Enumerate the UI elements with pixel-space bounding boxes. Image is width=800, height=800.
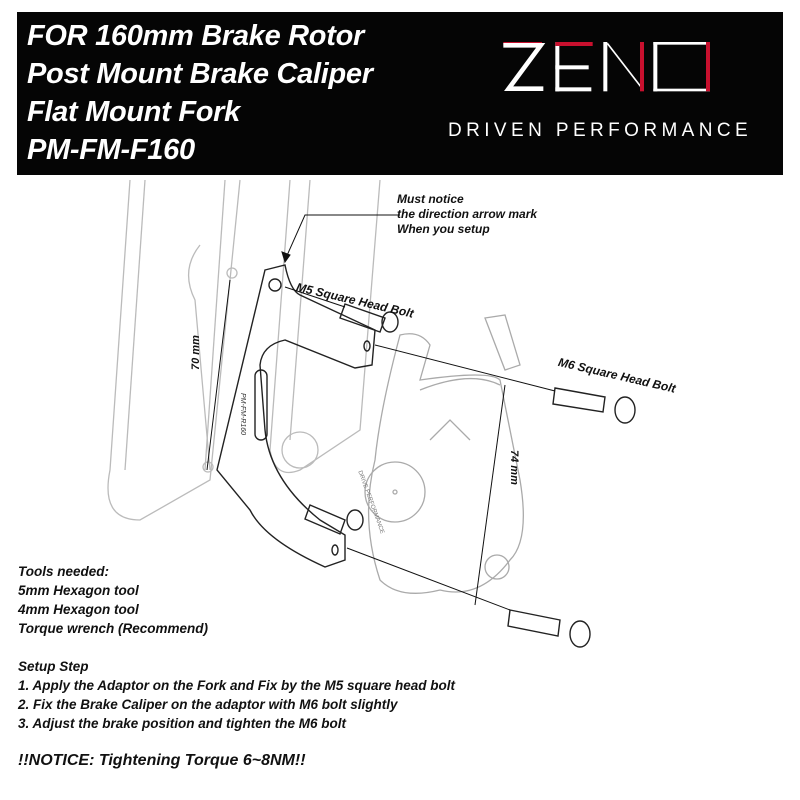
title-line: Flat Mount Fork bbox=[27, 96, 240, 128]
tool-item: 4mm Hexagon tool bbox=[18, 602, 139, 617]
tools-heading: Tools needed: bbox=[18, 564, 110, 579]
fork-outline bbox=[107, 179, 381, 521]
dimension-74mm: 74 mm bbox=[508, 450, 520, 485]
callout-line: the direction arrow mark bbox=[397, 207, 538, 221]
setup-section: Setup Step 1. Apply the Adaptor on the F… bbox=[18, 657, 455, 733]
tools-section: Tools needed: 5mm Hexagon tool 4mm Hexag… bbox=[18, 562, 208, 638]
dimension-lines bbox=[206, 214, 556, 611]
zeno-logo bbox=[503, 42, 710, 92]
logo-tagline: DRIVEN PERFORMANCE bbox=[448, 120, 753, 141]
setup-step: 1. Apply the Adaptor on the Fork and Fix… bbox=[18, 678, 456, 693]
title-line: PM-FM-F160 bbox=[27, 134, 195, 166]
setup-step: 3. Adjust the brake position and tighten… bbox=[18, 716, 347, 731]
adaptor bbox=[216, 264, 376, 568]
torque-notice: !!NOTICE: Tightening Torque 6~8NM!! bbox=[18, 752, 306, 769]
tool-item: Torque wrench (Recommend) bbox=[18, 621, 209, 636]
dimension-70mm: 70 mm bbox=[190, 335, 202, 370]
adaptor-marking: PM-FM-R160 bbox=[239, 393, 246, 436]
callout-line: Must notice bbox=[397, 192, 464, 206]
setup-step: 2. Fix the Brake Caliper on the adaptor … bbox=[18, 697, 398, 712]
callout-line: When you setup bbox=[397, 222, 490, 236]
tool-item: 5mm Hexagon tool bbox=[18, 583, 139, 598]
bolts bbox=[304, 303, 636, 648]
title-line: Post Mount Brake Caliper bbox=[27, 58, 373, 90]
brake-caliper-outline bbox=[364, 314, 524, 594]
title-line: FOR 160mm Brake Rotor bbox=[27, 20, 364, 52]
direction-callout: Must notice the direction arrow mark Whe… bbox=[397, 192, 537, 237]
header-banner: FOR 160mm Brake Rotor Post Mount Brake C… bbox=[17, 12, 783, 175]
setup-heading: Setup Step bbox=[18, 659, 89, 674]
